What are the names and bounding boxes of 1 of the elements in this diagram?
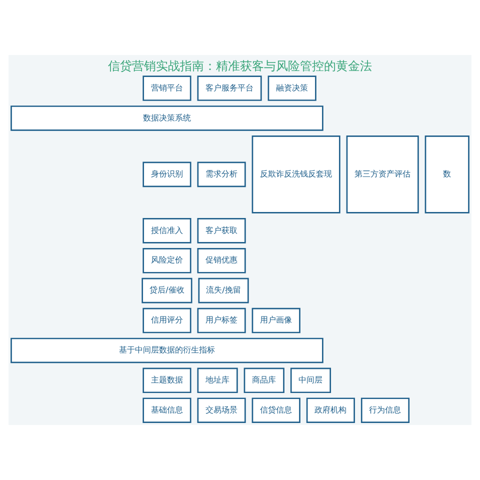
diagram-title: 信贷营销实战指南：精准获客与风险管控的黄金法 bbox=[108, 58, 372, 73]
